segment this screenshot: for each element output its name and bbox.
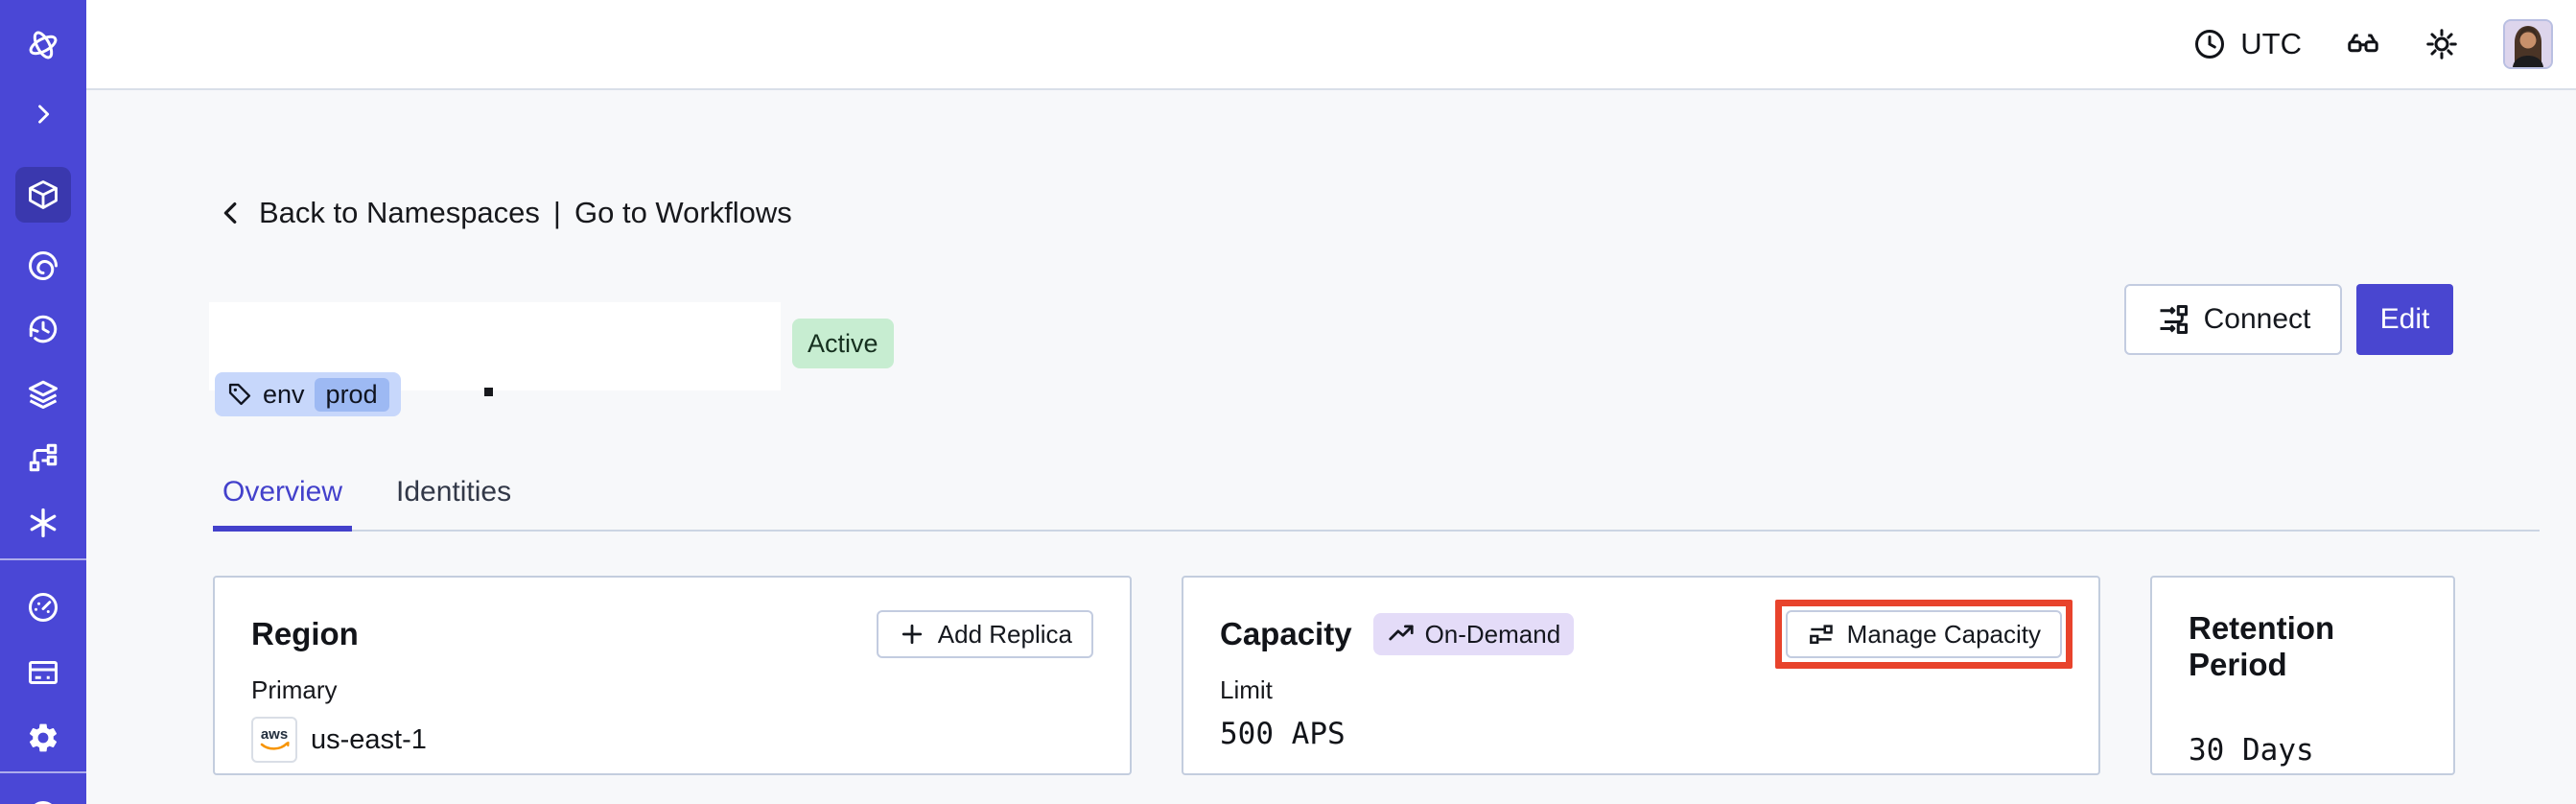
topbar: UTC [86, 0, 2576, 90]
capacity-card: Capacity On-Demand [1182, 576, 2100, 775]
breadcrumb-separator: | [552, 196, 561, 229]
avatar[interactable] [2503, 19, 2553, 69]
svg-text:aws: aws [261, 726, 288, 743]
namespace-name-dot [484, 388, 493, 396]
annotation-highlight-box: Manage Capacity [1774, 600, 2073, 669]
edit-button-label: Edit [2379, 303, 2430, 335]
edit-button[interactable]: Edit [2356, 284, 2453, 355]
retention-value: 30 Days [2189, 733, 2314, 768]
retention-card-title: Retention Period [2189, 610, 2335, 682]
swirl-icon [29, 251, 58, 280]
timezone-selector[interactable]: UTC [2192, 27, 2302, 61]
tag-icon [228, 383, 251, 406]
glasses-icon[interactable] [2346, 27, 2380, 61]
region-value: us-east-1 [311, 723, 427, 755]
tag-key: env [263, 379, 305, 409]
sidebar-divider [0, 771, 86, 773]
temporal-logo-icon[interactable] [0, 17, 86, 73]
ondemand-badge-label: On-Demand [1424, 619, 1561, 649]
breadcrumb-back-link[interactable]: Back to Namespaces [259, 196, 540, 229]
region-primary-label: Primary [251, 675, 338, 704]
clock-icon [2195, 30, 2225, 59]
timezone-label: UTC [2240, 27, 2302, 60]
asterisk-icon [30, 508, 57, 538]
connect-button[interactable]: Connect [2124, 284, 2342, 355]
history-clock-icon [29, 315, 58, 343]
tag-value: prod [314, 377, 389, 412]
tab-identities[interactable]: Identities [396, 476, 512, 508]
status-badge: Active [792, 319, 894, 368]
connect-button-label: Connect [2203, 303, 2311, 335]
layers-icon [29, 380, 58, 409]
capacity-card-title: Capacity [1220, 616, 1352, 651]
sidebar [0, 0, 86, 804]
breadcrumb: Back to Namespaces | Go to Workflows [217, 196, 792, 230]
main-content: Back to Namespaces | Go to Workflows Act… [86, 92, 2576, 804]
capacity-limit-label: Limit [1220, 675, 1273, 704]
billing-card-icon [29, 661, 58, 684]
sidebar-divider [0, 558, 86, 560]
trending-up-icon [1388, 625, 1414, 641]
ondemand-badge: On-Demand [1372, 613, 1575, 655]
manage-capacity-button[interactable]: Manage Capacity [1785, 610, 2062, 658]
add-replica-label: Add Replica [937, 619, 1072, 649]
sidebar-item-history[interactable] [0, 301, 86, 357]
sidebar-item-billing[interactable] [0, 645, 86, 700]
gauge-icon [29, 593, 58, 622]
sidebar-item-help[interactable] [0, 785, 86, 804]
sidebar-item-settings[interactable] [0, 710, 86, 766]
sidebar-item-layers[interactable] [0, 367, 86, 422]
sun-icon[interactable] [2424, 27, 2459, 61]
region-card-title: Region [251, 616, 359, 651]
tab-bar: Overview Identities [213, 462, 2540, 532]
branch-nodes-icon [29, 443, 58, 472]
sidebar-item-branch[interactable] [0, 430, 86, 485]
chevron-left-icon[interactable] [217, 199, 246, 227]
retention-card: Retention Period 30 Days [2150, 576, 2455, 775]
namespace-tag[interactable]: env prod [215, 372, 401, 416]
capacity-value: 500 APS [1220, 717, 1346, 751]
plus-icon [902, 624, 922, 645]
connect-flow-icon [2160, 305, 2188, 334]
manage-capacity-label: Manage Capacity [1846, 619, 2041, 649]
namespaces-cube-icon [29, 180, 58, 209]
sidebar-item-swirl[interactable] [0, 238, 86, 294]
gear-icon [29, 723, 58, 752]
help-circle-icon [35, 801, 52, 804]
tab-overview[interactable]: Overview [213, 462, 353, 532]
chevron-right-icon[interactable] [0, 86, 86, 142]
aws-provider-icon: aws [251, 717, 297, 763]
region-card: Region Add Replica Primary aws [213, 576, 1132, 775]
breadcrumb-workflows-link[interactable]: Go to Workflows [574, 196, 792, 229]
sidebar-item-nexus[interactable] [0, 495, 86, 551]
sliders-icon [1809, 625, 1833, 645]
sidebar-item-usage[interactable] [0, 579, 86, 635]
summary-cards: Region Add Replica Primary aws [213, 576, 2455, 775]
sidebar-item-namespaces[interactable] [15, 167, 71, 223]
add-replica-button[interactable]: Add Replica [876, 610, 1093, 658]
